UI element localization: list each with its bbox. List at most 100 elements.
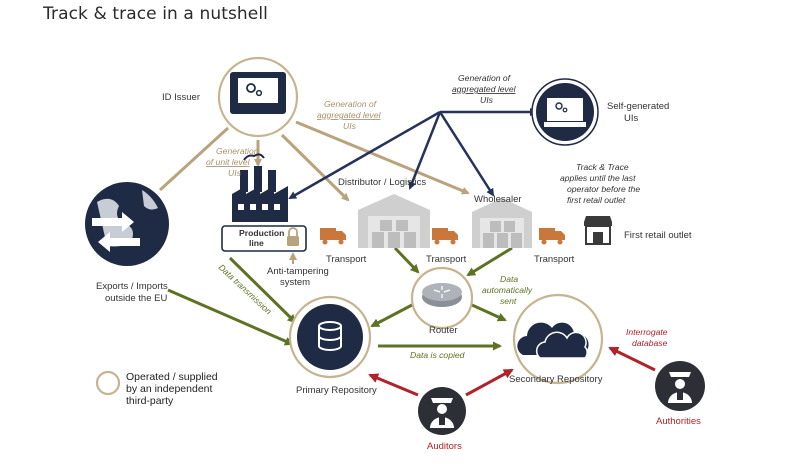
- auditors-label: Auditors: [427, 441, 462, 452]
- wholesaler-node: Wholesaler: [472, 194, 532, 248]
- padlock-icon: [287, 227, 299, 246]
- router-label: Router: [429, 325, 458, 336]
- transport-label-3: Transport: [534, 254, 575, 265]
- secondary-repository-label: Secondary Repository: [509, 374, 603, 385]
- wholesaler-to-router-flow: [466, 246, 513, 277]
- navy-connectors: [288, 108, 538, 200]
- anti-tampering-annotation: Anti-tampering system: [267, 266, 329, 288]
- hub-to-wholesaler-connector: [438, 111, 495, 197]
- secondary-repository-node: Secondary Repository: [509, 293, 604, 385]
- inspector-icon: [668, 372, 692, 403]
- legend-swatch-ring: [95, 370, 121, 396]
- router-to-secondary-flow: [471, 303, 507, 322]
- primary-repository-label: Primary Repository: [296, 385, 377, 396]
- warehouse-icon: [358, 194, 430, 248]
- distributor-label: Distributor / Logistics: [338, 177, 426, 188]
- self-generated-label-line1: Self-generated: [607, 101, 669, 112]
- issuer-to-wholesaler-connector: [295, 120, 470, 195]
- gen-agg-self-line3: UIs: [480, 95, 494, 105]
- red-connectors: [368, 346, 656, 397]
- legend-line3: third-party: [126, 395, 174, 407]
- legend-line1: Operated / supplied: [126, 371, 218, 383]
- arrows-icon: [92, 212, 140, 252]
- laptop-gear-icon: [544, 98, 586, 127]
- track-trace-line3: operator before the: [567, 184, 640, 194]
- transport-label-2: Transport: [426, 254, 467, 265]
- gold-connectors: [158, 120, 470, 202]
- track-trace-line4: first retail outlet: [567, 195, 626, 205]
- id-issuer-label: ID Issuer: [162, 92, 200, 103]
- wholesaler-label: Wholesaler: [474, 194, 522, 205]
- router-icon: [422, 283, 462, 307]
- authorities-to-secondary-arrow: [608, 346, 656, 372]
- primary-repository-node: Primary Repository: [288, 295, 377, 396]
- transport-label-1: Transport: [326, 254, 367, 265]
- data-copied-label: Data is copied: [410, 350, 465, 360]
- factory-icon: [232, 153, 288, 222]
- production-node: Production line: [221, 153, 307, 264]
- gen-agg-self-annotation: Generation of aggregated level UIs: [452, 73, 517, 105]
- issuer-to-exports-connector: [158, 126, 230, 192]
- distributor-node: Distributor / Logistics: [338, 177, 430, 248]
- self-generated-label-line2: UIs: [624, 113, 639, 124]
- gen-agg-issuer-line2: aggregated level: [317, 110, 382, 120]
- page-title: Track & trace in a nutshell: [43, 4, 269, 24]
- production-label-line1: Production: [239, 228, 284, 238]
- data-auto-line2: automatically: [482, 285, 533, 295]
- gen-unit-line2: of unit level: [206, 157, 251, 167]
- gen-agg-self-line2: aggregated level: [452, 84, 517, 94]
- legend-line2: by an independent: [126, 383, 212, 395]
- production-label-line2: line: [249, 238, 264, 248]
- interrogate-line1: Interrogate: [626, 327, 668, 337]
- track-trace-line1: Track & Trace: [576, 162, 629, 172]
- gen-agg-self-line1: Generation of: [458, 73, 512, 83]
- warehouse-icon: [472, 198, 532, 248]
- track-trace-annotation: Track & Trace applies until the last ope…: [560, 162, 640, 205]
- green-connectors: [167, 246, 513, 351]
- database-icon: [318, 321, 342, 351]
- gen-agg-issuer-line3: UIs: [343, 121, 357, 131]
- production-line-box: [221, 225, 307, 252]
- auditors-to-secondary-arrow: [465, 368, 514, 397]
- auditors-to-primary-arrow: [368, 373, 419, 397]
- truck-icon: [432, 228, 458, 245]
- gen-agg-issuer-line1: Generation of: [324, 99, 378, 109]
- cloud-icon: [517, 322, 589, 359]
- gen-unit-line3: UIs: [228, 168, 242, 178]
- truck-2: Transport: [426, 228, 467, 265]
- truck-icon: [320, 228, 346, 245]
- data-transmission-label: Data transmission: [217, 262, 274, 316]
- data-auto-line1: Data: [500, 274, 518, 284]
- gen-agg-issuer-annotation: Generation of aggregated level UIs: [317, 99, 382, 131]
- retail-label: First retail outlet: [624, 230, 692, 241]
- truck-icon: [539, 228, 565, 245]
- anti-tampering-line2: system: [280, 277, 310, 288]
- store-icon: [584, 216, 612, 245]
- exports-label-line2: outside the EU: [105, 293, 167, 304]
- hub-to-distributor-connector: [408, 111, 442, 190]
- retail-node: First retail outlet: [584, 216, 692, 245]
- interrogate-annotation: Interrogate database: [626, 327, 668, 348]
- inspector-icon: [430, 398, 454, 428]
- self-generated-node: Self-generated UIs: [531, 78, 669, 146]
- router-node: Router: [410, 266, 474, 336]
- hub-to-production-connector: [288, 110, 441, 200]
- laptop-gear-icon: [230, 72, 286, 114]
- truck-1: Transport: [320, 228, 367, 265]
- auditors-node: Auditors: [418, 387, 466, 452]
- production-to-primary-flow: [228, 256, 297, 324]
- exports-to-primary-flow: [167, 288, 294, 346]
- interrogate-line2: database: [632, 338, 668, 348]
- authorities-label: Authorities: [656, 416, 701, 427]
- router-to-primary-flow: [370, 303, 413, 328]
- exports-node: Exports / Imports outside the EU: [85, 182, 169, 304]
- distributor-to-router-flow: [393, 246, 420, 274]
- authorities-node: Authorities: [655, 361, 705, 427]
- track-trace-line2: applies until the last: [560, 173, 636, 183]
- gen-unit-line1: Generation: [216, 146, 259, 156]
- issuer-to-distributor-connector: [280, 133, 350, 202]
- data-auto-line3: sent: [500, 296, 517, 306]
- gen-unit-annotation: Generation of unit level UIs: [206, 146, 259, 178]
